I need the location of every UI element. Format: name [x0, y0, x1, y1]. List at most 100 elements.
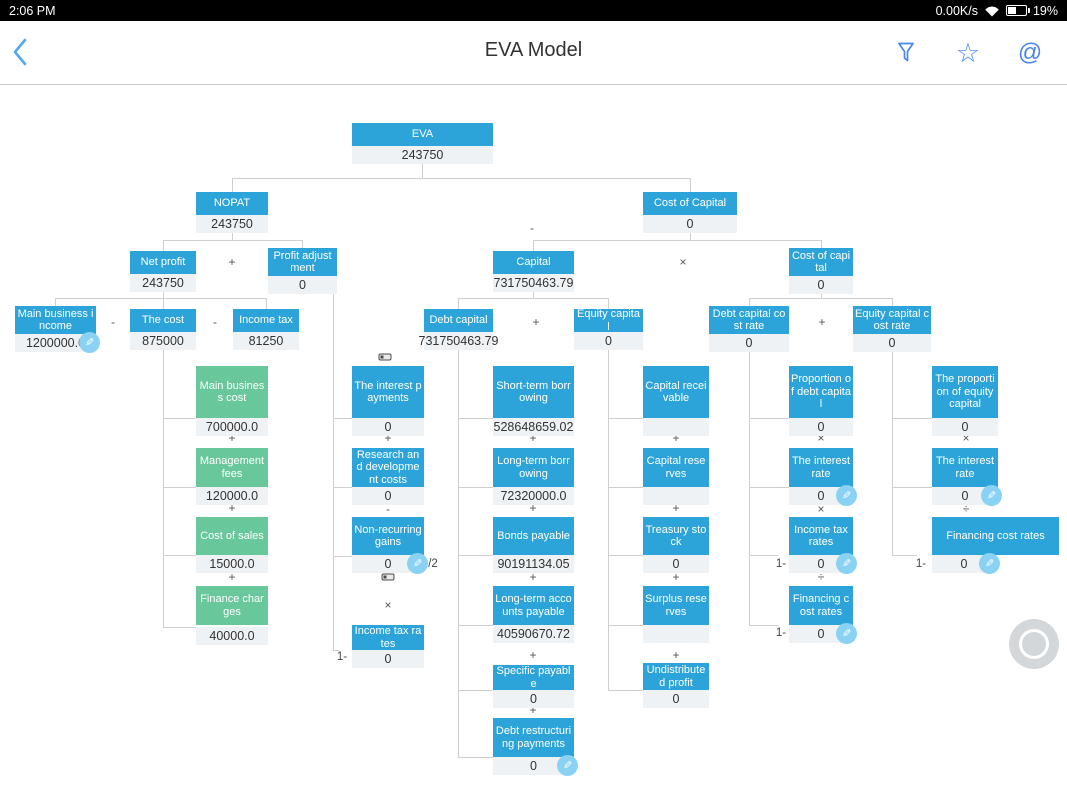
- connector-line: [608, 625, 643, 626]
- node-capital-receivable[interactable]: Capital receivable: [643, 366, 709, 418]
- node-non-recurring-gains[interactable]: Non-recurring gains: [352, 517, 424, 555]
- node-treasury-stock[interactable]: Treasury stock: [643, 517, 709, 555]
- connector-line: [608, 349, 609, 690]
- connector-line: [608, 418, 643, 419]
- edit-pencil-icon[interactable]: ✎: [836, 553, 857, 574]
- node-label: Main business income: [17, 307, 94, 333]
- node-label: Cost of capital: [791, 249, 851, 275]
- node-capital-value: 731750463.79: [493, 274, 574, 292]
- edit-pencil-icon[interactable]: ✎: [836, 623, 857, 644]
- node-surplus-reserves[interactable]: Surplus reserves: [643, 586, 709, 625]
- node-capital-reserves[interactable]: Capital reserves: [643, 448, 709, 487]
- node-financing-cost-rates-equity-value: 0✎: [932, 553, 1000, 574]
- edit-pencil-icon[interactable]: ✎: [407, 553, 428, 574]
- node-long-term-borrowing[interactable]: Long-term borrowing: [493, 448, 574, 487]
- node-main-business-cost-value: 700000.0: [196, 418, 268, 436]
- node-net-profit[interactable]: Net profit: [130, 251, 196, 274]
- node-the-cost[interactable]: The cost: [130, 309, 196, 332]
- node-label: Surplus reserves: [645, 593, 707, 618]
- page-title: EVA Model: [484, 39, 583, 61]
- node-label: Bonds payable: [497, 529, 570, 542]
- node-interest-rate-equity[interactable]: The interest rate: [932, 448, 998, 487]
- node-financing-cost-rates-debt[interactable]: Financing cost rates: [789, 586, 853, 625]
- operator: +: [529, 431, 537, 445]
- connector-line: [163, 298, 164, 309]
- filter-icon[interactable]: [885, 33, 927, 73]
- node-financing-cost-rates-equity[interactable]: Financing cost rates: [932, 517, 1059, 555]
- node-equity-capital[interactable]: Equity capital: [574, 308, 643, 333]
- node-value-text: 0: [817, 420, 825, 434]
- node-cost-of-sales[interactable]: Cost of sales: [196, 517, 268, 555]
- node-income-tax-rates-debt[interactable]: Income tax rates: [789, 517, 853, 555]
- node-short-term-borrowing-value: 528648659.02: [493, 418, 574, 436]
- at-mention-icon[interactable]: @: [1017, 39, 1043, 66]
- node-capital[interactable]: Capital: [493, 251, 574, 274]
- node-long-term-accounts-payable[interactable]: Long-term accounts payable: [493, 586, 574, 625]
- operator: +: [529, 570, 537, 584]
- node-bonds-payable[interactable]: Bonds payable: [493, 517, 574, 555]
- connector-line: [892, 555, 917, 556]
- connector-line: [533, 291, 534, 298]
- node-nopat[interactable]: NOPAT: [196, 192, 268, 215]
- connector-line: [749, 555, 778, 556]
- node-proportion-of-debt-capital[interactable]: Proportion of debt capital: [789, 366, 853, 418]
- node-eva[interactable]: EVA: [352, 123, 493, 146]
- node-interest-payments[interactable]: The interest payments: [352, 366, 424, 418]
- operator: -: [213, 315, 217, 329]
- node-proportion-of-equity-capital[interactable]: The proportion of equity capital: [932, 366, 998, 418]
- node-value-text: 731750463.79: [493, 276, 574, 290]
- node-income-tax-rates-adjust[interactable]: Income tax rates: [352, 625, 424, 650]
- edit-pencil-icon[interactable]: ✎: [79, 332, 100, 353]
- node-management-fees-value: 120000.0: [196, 487, 268, 505]
- node-value-text: 528648659.02: [493, 420, 574, 434]
- node-debt-restructuring-payments[interactable]: Debt restructuring payments: [493, 718, 574, 757]
- node-equity-capital-cost-rate[interactable]: Equity capital cost rate: [853, 306, 931, 334]
- operator: +: [228, 431, 236, 445]
- node-label: Cost of Capital: [653, 197, 727, 210]
- connector-line: [533, 240, 534, 251]
- battery-percent: 19%: [1032, 3, 1058, 18]
- node-cost-of-capital[interactable]: Cost of Capital: [643, 192, 737, 215]
- node-finance-charges[interactable]: Finance charges: [196, 586, 268, 625]
- node-interest-rate-debt[interactable]: The interest rate: [789, 448, 853, 487]
- node-interest-payments-value: 0: [352, 418, 424, 436]
- node-debt-capital-cost-rate[interactable]: Debt capital cost rate: [709, 306, 789, 334]
- node-value-text: 15000.0: [209, 557, 255, 571]
- edit-pencil-icon[interactable]: ✎: [836, 485, 857, 506]
- node-main-business-cost[interactable]: Main business cost: [196, 366, 268, 418]
- node-label: Profit adjustment: [273, 249, 332, 275]
- connector-line: [533, 240, 821, 241]
- star-icon[interactable]: ☆: [955, 37, 981, 68]
- node-income-tax[interactable]: Income tax: [233, 309, 299, 332]
- node-financing-cost-rates-debt-value: 0✎: [789, 623, 857, 644]
- connector-line: [608, 298, 609, 309]
- edit-pencil-icon[interactable]: ✎: [979, 553, 1000, 574]
- node-label: Equity capital cost rate: [855, 307, 929, 333]
- operator: +: [529, 501, 537, 515]
- edit-pencil-icon[interactable]: ✎: [981, 485, 1002, 506]
- node-cost-of-capital-rate[interactable]: Cost of capital: [789, 248, 853, 276]
- node-finance-charges-value: 40000.0: [196, 627, 268, 645]
- node-undistributed-profit[interactable]: Undistributed profit: [643, 663, 709, 690]
- node-value-text: 700000.0: [205, 420, 259, 434]
- node-main-business-income[interactable]: Main business income: [15, 306, 96, 334]
- node-short-term-borrowing[interactable]: Short-term borrowing: [493, 366, 574, 418]
- node-research-development-costs[interactable]: Research and development costs: [352, 448, 424, 487]
- node-interest-rate-debt-value: 0✎: [789, 485, 857, 506]
- node-management-fees[interactable]: Management fees: [196, 448, 268, 487]
- operator: ×: [679, 255, 687, 269]
- node-label: Financing cost rates: [946, 529, 1045, 542]
- edit-pencil-icon[interactable]: ✎: [557, 755, 578, 776]
- node-value-text: 243750: [211, 217, 253, 231]
- back-icon[interactable]: [12, 37, 32, 69]
- floating-action-button[interactable]: [1009, 619, 1059, 669]
- node-profit-adjustment[interactable]: Profit adjustment: [268, 248, 337, 276]
- node-specific-payable[interactable]: Specific payable: [493, 665, 574, 690]
- node-main-business-income-value: 1200000.0✎: [15, 332, 100, 353]
- connector-line: [163, 349, 164, 627]
- node-debt-capital[interactable]: Debt capital: [424, 309, 493, 332]
- status-time: 2:06 PM: [9, 3, 56, 18]
- operator: +: [672, 501, 680, 515]
- operator: ×: [817, 431, 825, 445]
